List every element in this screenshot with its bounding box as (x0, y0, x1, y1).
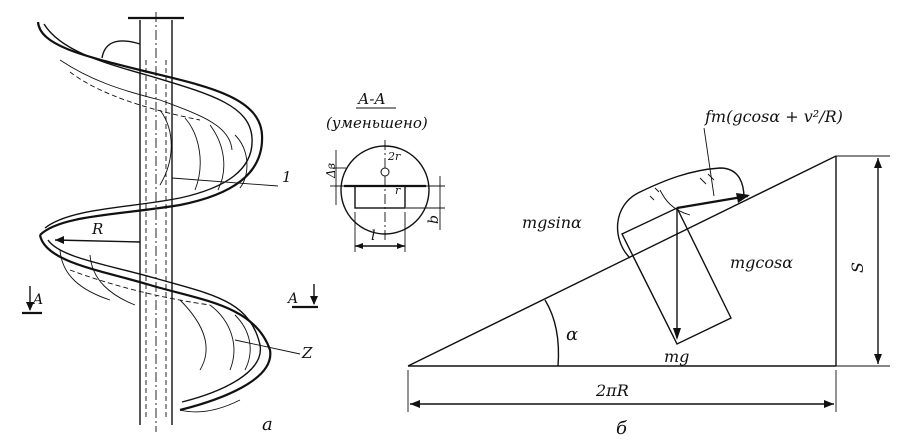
spiral-chute-figure: R 1 Z A A а (22, 12, 318, 435)
radius-arrow (54, 239, 141, 243)
incline-figure: S 2πR б α mg fm(gcosα + v²/R) mgsinα mgc… (407, 107, 890, 439)
label-A-right: A (286, 291, 298, 307)
dim-2r: 2r (387, 150, 401, 163)
helix-outer-edge-2 (38, 234, 272, 412)
arrow-friction (676, 194, 749, 210)
label-mgcos: mgcosα (730, 253, 793, 272)
label-alpha: α (566, 324, 578, 345)
section-title: А-А (357, 90, 386, 108)
section-subtitle: (уменьшено) (326, 114, 428, 132)
label-friction: fm(gcosα + v²/R) (704, 107, 843, 126)
label-2: Z (301, 344, 313, 362)
label-A-left: A (31, 292, 43, 308)
label-S: S (848, 262, 867, 273)
friction-leader (703, 127, 715, 197)
label-2piR: 2πR (595, 381, 629, 400)
section-marker-right: A (286, 284, 318, 309)
label-R: R (91, 220, 103, 238)
dim-delta: Δз (324, 163, 338, 179)
label-1: 1 (282, 168, 292, 186)
top-hopper (101, 40, 141, 59)
dim-b: b (426, 215, 442, 224)
dim-r: r (395, 184, 401, 197)
section-a-a: А-А (уменьшено) 2r r Δз b l (324, 90, 445, 252)
sliding-body (616, 167, 745, 259)
label-mgsin: mgsinα (522, 213, 582, 232)
section-marker-left: A (22, 286, 43, 315)
label-mg: mg (664, 347, 689, 366)
caption-a: а (262, 414, 273, 435)
incline-hypotenuse (407, 155, 837, 367)
dim-l: l (371, 228, 375, 244)
caption-b: б (616, 418, 628, 439)
force-parallelogram (621, 207, 732, 345)
